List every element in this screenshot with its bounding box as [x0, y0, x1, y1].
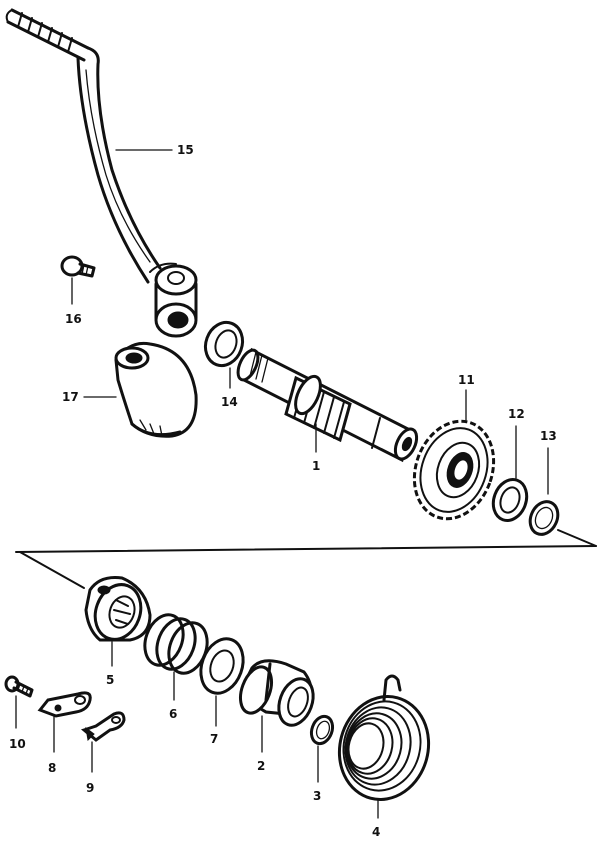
callout-5: 5 — [106, 673, 114, 687]
callout-3: 3 — [313, 789, 321, 803]
label-7-group: 7 — [210, 695, 218, 746]
oil-seal — [203, 320, 245, 368]
stopper-bolt — [4, 675, 34, 698]
label-10-group: 10 — [9, 695, 26, 751]
label-15-group: 15 — [115, 143, 194, 157]
label-14-group: 14 — [221, 367, 238, 409]
label-9-group: 9 — [86, 741, 94, 795]
callout-11: 11 — [458, 373, 475, 387]
kick-lever-tip — [5, 8, 90, 62]
callout-13: 13 — [540, 429, 557, 443]
kick-lever — [5, 8, 198, 338]
callout-12: 12 — [508, 407, 525, 421]
label-5-group: 5 — [106, 641, 114, 687]
label-6-group: 6 — [169, 671, 177, 721]
boot — [114, 341, 198, 438]
kick-gear — [412, 419, 496, 521]
stopper-guide — [80, 711, 126, 742]
label-17-group: 17 — [62, 390, 117, 404]
ratchet — [84, 576, 152, 642]
label-2-group: 2 — [257, 715, 265, 773]
callout-6: 6 — [169, 707, 177, 721]
label-16-group: 16 — [65, 277, 82, 326]
stopper-plate — [37, 691, 92, 718]
return-spring — [337, 674, 431, 802]
label-13-group: 13 — [540, 429, 557, 495]
washer-7 — [199, 637, 245, 695]
label-11-group: 11 — [458, 373, 475, 421]
callout-8: 8 — [48, 761, 56, 775]
label-12-group: 12 — [508, 407, 525, 479]
washer-12 — [491, 478, 529, 522]
callout-4: 4 — [372, 825, 380, 839]
callout-10: 10 — [9, 737, 26, 751]
label-4-group: 4 — [372, 799, 380, 839]
label-3-group: 3 — [313, 745, 321, 803]
callout-7: 7 — [210, 732, 218, 746]
spring-guide — [238, 659, 315, 727]
label-1-group: 1 — [312, 423, 320, 473]
callout-1: 1 — [312, 459, 320, 473]
callout-15: 15 — [177, 143, 194, 157]
circlip-13 — [528, 500, 560, 536]
callout-14: 14 — [221, 395, 238, 409]
callout-16: 16 — [65, 312, 82, 326]
assembly-divider — [15, 529, 597, 589]
label-8-group: 8 — [48, 715, 56, 775]
circlip-3 — [309, 714, 335, 746]
callout-17: 17 — [62, 390, 79, 404]
lever-bolt — [60, 255, 96, 278]
callout-2: 2 — [257, 759, 265, 773]
kick-shaft — [236, 347, 419, 463]
callout-9: 9 — [86, 781, 94, 795]
